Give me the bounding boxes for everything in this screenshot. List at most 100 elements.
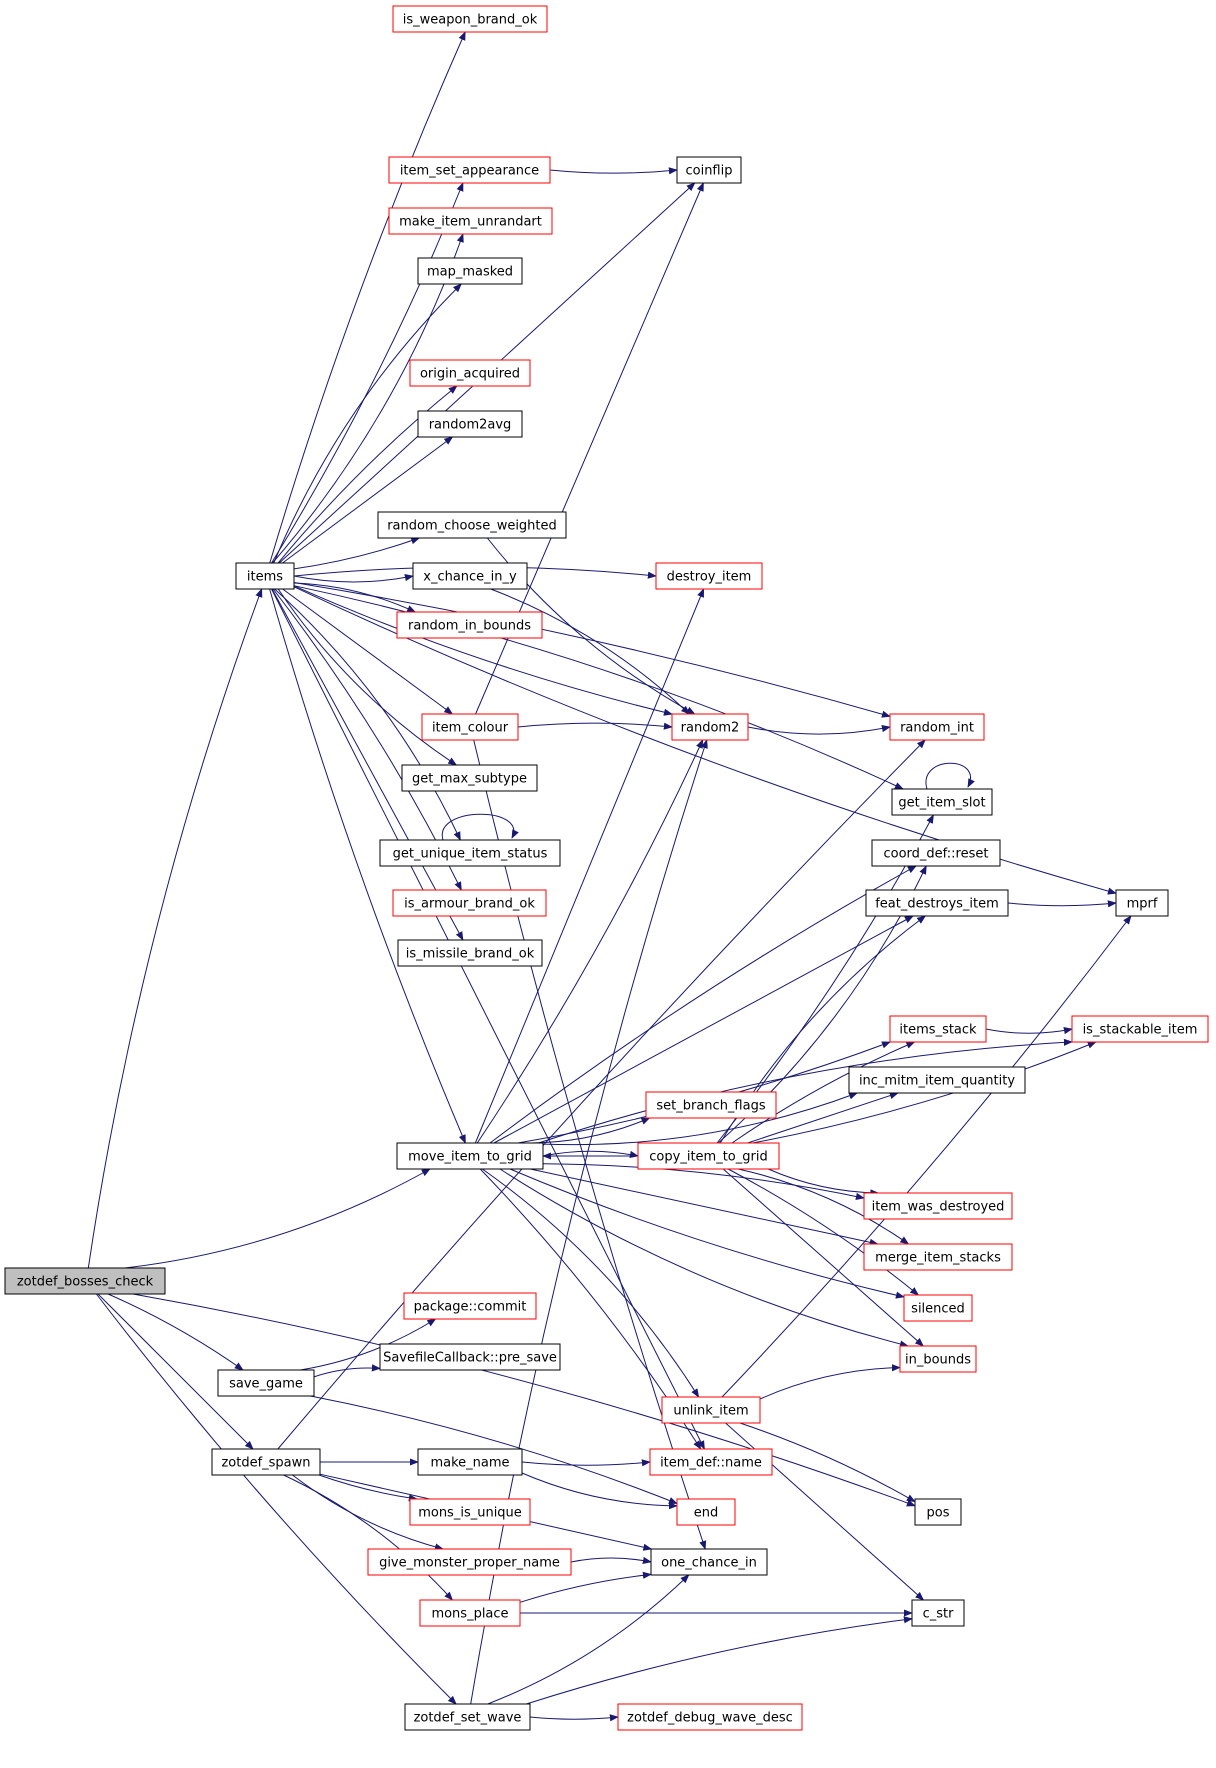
edge-items-to-origin_acquired	[277, 385, 458, 564]
edge-give_monster_proper_name-to-one_chance_in	[570, 1556, 652, 1564]
node-box	[863, 1192, 1013, 1220]
node-move-item-to-grid[interactable]: move_item_to_grid	[396, 1142, 544, 1170]
node-is-stackable-item[interactable]: is_stackable_item	[1071, 1015, 1209, 1043]
node-label: make_name	[430, 1456, 509, 1471]
node-label: pos	[927, 1506, 950, 1521]
node-box	[871, 839, 1001, 867]
node-random-int[interactable]: random_int	[889, 713, 985, 741]
edge-move_item_to_grid-to-destroy_item	[474, 588, 705, 1144]
node-inc-mitm-item-quantity[interactable]: inc_mitm_item_quantity	[848, 1066, 1026, 1094]
node-label: mons_place	[431, 1607, 508, 1622]
node-box	[903, 1294, 973, 1322]
node-map-masked[interactable]: map_masked	[417, 257, 523, 285]
edge-move_item_to_grid-to-coord_def_reset	[489, 865, 917, 1144]
node-items[interactable]: items	[235, 562, 295, 590]
node-label: merge_item_stacks	[875, 1251, 1001, 1266]
node-is-weapon-brand-ok[interactable]: is_weapon_brand_ok	[392, 5, 548, 33]
node-set-branch-flags[interactable]: set_branch_flags	[645, 1091, 777, 1119]
node-item-was-destroyed[interactable]: item_was_destroyed	[863, 1192, 1013, 1220]
node-box	[676, 1498, 736, 1526]
node-label: give_monster_proper_name	[379, 1556, 560, 1571]
node-in-bounds[interactable]: in_bounds	[899, 1345, 977, 1373]
edge-zotdef_bosses_check-to-pos	[132, 1293, 916, 1507]
node-label: move_item_to_grid	[408, 1150, 532, 1165]
edge-zotdef_bosses_check-to-zotdef_spawn	[97, 1293, 254, 1450]
node-one-chance-in[interactable]: one_chance_in	[650, 1548, 768, 1576]
node-mprf[interactable]: mprf	[1115, 889, 1169, 917]
node-label: package::commit	[414, 1300, 527, 1315]
node-copy-item-to-grid[interactable]: copy_item_to_grid	[637, 1142, 780, 1170]
node-item-colour[interactable]: item_colour	[421, 713, 519, 741]
node-destroy-item[interactable]: destroy_item	[655, 562, 763, 590]
node-label: item_set_appearance	[400, 164, 539, 179]
edge-unlink_item-to-mprf	[721, 915, 1132, 1398]
node-label: zotdef_debug_wave_desc	[627, 1711, 793, 1726]
node-get-item-slot[interactable]: get_item_slot	[891, 788, 993, 816]
node-label: end	[694, 1506, 719, 1521]
node-give-monster-proper-name[interactable]: give_monster_proper_name	[367, 1548, 572, 1576]
node-item-set-appearance[interactable]: item_set_appearance	[388, 156, 551, 184]
node-label: random_int	[900, 721, 974, 736]
node-end[interactable]: end	[676, 1498, 736, 1526]
node-zotdef-bosses-check[interactable]: zotdef_bosses_check	[4, 1267, 166, 1295]
node-pos[interactable]: pos	[914, 1498, 962, 1526]
node-random-choose-weighted[interactable]: random_choose_weighted	[377, 511, 567, 539]
node-box	[388, 207, 553, 235]
node-make-item-unrandart[interactable]: make_item_unrandart	[388, 207, 553, 235]
node-feat-destroys-item[interactable]: feat_destroys_item	[865, 889, 1009, 917]
node-random2avg[interactable]: random2avg	[417, 410, 523, 438]
node-merge-item-stacks[interactable]: merge_item_stacks	[863, 1243, 1013, 1271]
edge-items-to-random_choose_weighted	[293, 537, 421, 570]
node-box	[217, 1369, 315, 1397]
node-zotdef-set-wave[interactable]: zotdef_set_wave	[404, 1703, 531, 1731]
edge-move_item_to_grid-to-merge_item_stacks	[530, 1168, 879, 1246]
node-coord-def-reset[interactable]: coord_def::reset	[871, 839, 1001, 867]
node-c-str[interactable]: c_str	[911, 1599, 965, 1627]
node-label: item_def::name	[660, 1456, 762, 1471]
node-is-armour-brand-ok[interactable]: is_armour_brand_ok	[392, 889, 547, 917]
edge-zotdef_spawn-to-mons_is_unique	[318, 1474, 418, 1502]
node-origin-acquired[interactable]: origin_acquired	[409, 359, 531, 387]
node-box	[1071, 1015, 1209, 1043]
node-box	[396, 1142, 544, 1170]
edge-zotdef_bosses_check-to-items	[87, 588, 263, 1269]
node-label: set_branch_flags	[656, 1099, 765, 1114]
node-label: unlink_item	[673, 1404, 748, 1419]
node-box	[409, 359, 531, 387]
node-label: origin_acquired	[420, 367, 520, 382]
node-zotdef-spawn[interactable]: zotdef_spawn	[211, 1448, 321, 1476]
node-label: c_str	[923, 1607, 955, 1622]
node-mons-place[interactable]: mons_place	[419, 1599, 521, 1627]
node-random-in-bounds[interactable]: random_in_bounds	[396, 611, 543, 639]
node-coinflip[interactable]: coinflip	[676, 156, 742, 184]
edge-zotdef_bosses_check-to-move_item_to_grid	[124, 1168, 431, 1269]
node-items-stack[interactable]: items_stack	[889, 1015, 987, 1043]
node-x-chance-in-y[interactable]: x_chance_in_y	[412, 562, 528, 590]
edge-make_name-to-end	[521, 1472, 678, 1510]
node-label: make_item_unrandart	[399, 215, 542, 230]
edge-move_item_to_grid-to-copy_item_to_grid	[542, 1150, 639, 1158]
node-is-missile-brand-ok[interactable]: is_missile_brand_ok	[397, 939, 543, 967]
edge-get_item_slot-to-get_item_slot	[925, 762, 975, 790]
node-get-unique-item-status[interactable]: get_unique_item_status	[379, 839, 561, 867]
node-zotdef-debug-wave-desc[interactable]: zotdef_debug_wave_desc	[617, 1703, 803, 1731]
node-package-commit[interactable]: package::commit	[403, 1292, 537, 1320]
node-label: random_choose_weighted	[387, 519, 557, 534]
node-savefile-pre-save[interactable]: SavefileCallback::pre_save	[379, 1343, 561, 1371]
node-mons-is-unique[interactable]: mons_is_unique	[409, 1498, 531, 1526]
edge-move_item_to_grid-to-in_bounds	[499, 1168, 909, 1348]
node-layer: zotdef_bosses_check items save_game zotdef_…	[4, 5, 1209, 1731]
node-label: zotdef_set_wave	[414, 1711, 522, 1726]
node-unlink-item[interactable]: unlink_item	[661, 1396, 761, 1424]
node-get-max-subtype[interactable]: get_max_subtype	[401, 764, 538, 792]
node-random2[interactable]: random2	[671, 713, 749, 741]
node-silenced[interactable]: silenced	[903, 1294, 973, 1322]
node-make-name[interactable]: make_name	[417, 1448, 523, 1476]
node-box	[4, 1267, 166, 1295]
node-box	[671, 713, 749, 741]
node-label: in_bounds	[905, 1353, 971, 1368]
node-save-game[interactable]: save_game	[217, 1369, 315, 1397]
node-item-def-name[interactable]: item_def::name	[649, 1448, 773, 1476]
node-box	[417, 1448, 523, 1476]
